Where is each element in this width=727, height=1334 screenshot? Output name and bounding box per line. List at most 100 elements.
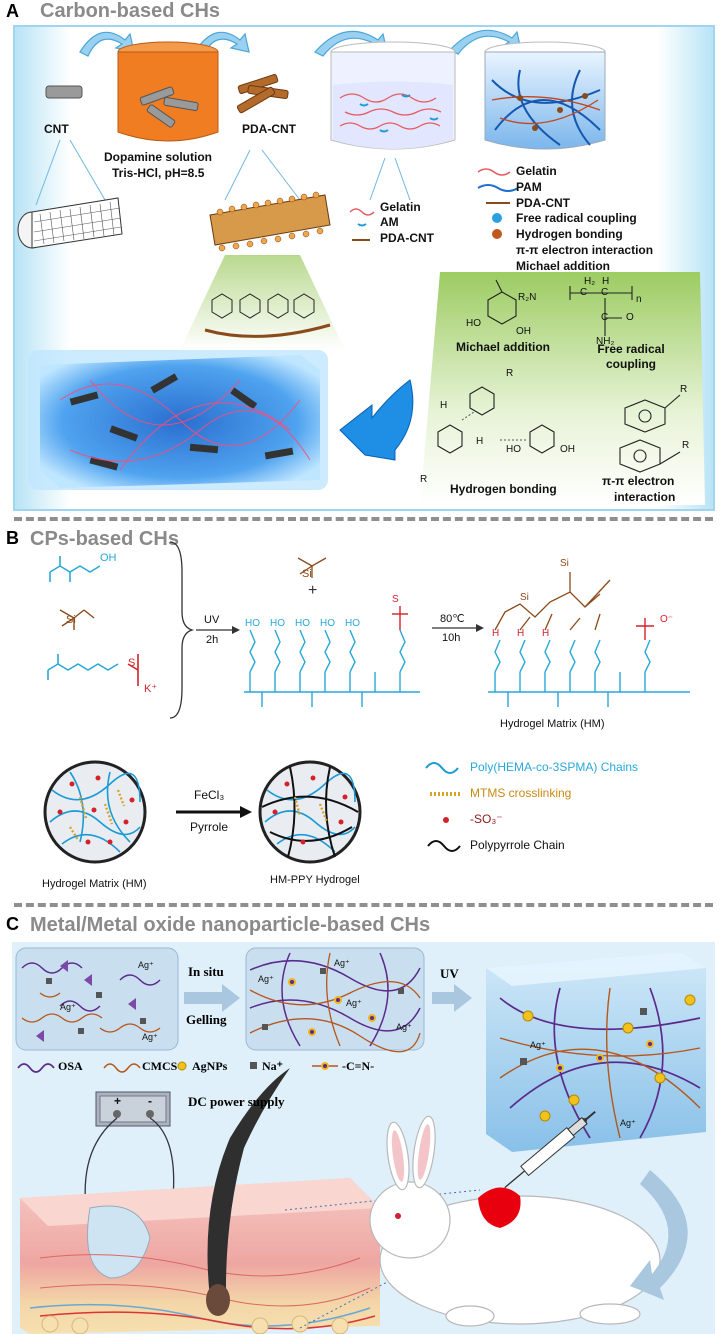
hm-label-top: Hydrogel Matrix (HM) bbox=[500, 718, 605, 730]
ag-ion-9: Ag⁺ bbox=[620, 1118, 636, 1128]
panel-b-title: CPs-based CHs bbox=[30, 528, 179, 550]
chem-a-r4: R bbox=[682, 440, 690, 451]
ag-ion-8: Ag⁺ bbox=[530, 1040, 546, 1050]
chem-b-k: K⁺ bbox=[144, 683, 158, 695]
chem-b-ho-d: HO bbox=[320, 618, 335, 629]
chem-b-si2: Si bbox=[302, 568, 312, 580]
legend-right-free-radical: Free radical coupling bbox=[516, 211, 637, 225]
uv-label: UV bbox=[204, 614, 220, 626]
hm-ppy-label: HM-PPY Hydrogel bbox=[270, 874, 360, 886]
time1-label: 2h bbox=[206, 634, 219, 646]
label-michael-addition: Michael addition bbox=[456, 340, 551, 354]
legend-right-pipi: π-π electron interaction bbox=[516, 243, 654, 257]
chem-b-ho-c: HO bbox=[295, 618, 310, 629]
legend-right-pdacnt: PDA-CNT bbox=[516, 196, 570, 210]
panel-c: C Metal/Metal oxide nanoparticle-based C… bbox=[0, 908, 727, 1334]
legend-right-michael: Michael addition bbox=[516, 259, 611, 273]
legend-mid-am: AM bbox=[380, 215, 399, 229]
legend-b-so3: -SO₃⁻ bbox=[470, 812, 503, 826]
time2-label: 10h bbox=[442, 632, 461, 644]
legend-right-gelatin: Gelatin bbox=[516, 164, 557, 178]
chem-a-hbond-h2: H bbox=[476, 436, 484, 447]
dopamine-line2: Tris-HCl, pH=8.5 bbox=[112, 166, 205, 180]
chem-b-s2: S bbox=[392, 594, 399, 605]
fecl3-label: FeCl₃ bbox=[194, 788, 225, 802]
chem-a-ho2: HO bbox=[506, 444, 521, 455]
chem-a-c2: C bbox=[601, 287, 609, 298]
legend-right-hydrogen: Hydrogen bonding bbox=[516, 227, 623, 241]
uv-c-label: UV bbox=[440, 966, 459, 981]
pda-cnt-label: PDA-CNT bbox=[242, 122, 296, 136]
ag-ion-6: Ag⁺ bbox=[396, 1022, 412, 1032]
legend-c-osa: OSA bbox=[58, 1059, 83, 1073]
chem-b-o-minus: O⁻ bbox=[660, 614, 674, 625]
legend-mid-gelatin: Gelatin bbox=[380, 200, 421, 214]
panel-c-illustration bbox=[12, 942, 715, 1334]
label-free-radical: Free radical coupling bbox=[597, 342, 665, 371]
chem-a-oh1: OH bbox=[516, 326, 531, 337]
chem-a-r2: R bbox=[420, 474, 428, 485]
legend-c-cmcs: CMCS bbox=[142, 1059, 178, 1073]
panel-c-title: Metal/Metal oxide nanoparticle-based CHs bbox=[30, 914, 431, 936]
chem-b-plus: + bbox=[308, 582, 318, 599]
panel-b-chemistry bbox=[43, 541, 690, 864]
gelling-label: Gelling bbox=[186, 1012, 227, 1027]
panel-c-letter: C bbox=[6, 914, 19, 934]
dc-minus: - bbox=[148, 1094, 152, 1108]
legend-right-pam: PAM bbox=[516, 180, 542, 194]
chem-a-h2: H₂ bbox=[584, 276, 596, 287]
panel-b: B CPs-based CHs bbox=[0, 522, 727, 900]
chem-b-ho-e: HO bbox=[345, 618, 360, 629]
chem-a-o: O bbox=[626, 312, 634, 323]
hm-label-bottom: Hydrogel Matrix (HM) bbox=[42, 878, 147, 890]
chem-b-h1: H bbox=[492, 628, 500, 639]
legend-b-mtms: MTMS crosslinking bbox=[470, 786, 572, 800]
chem-b-h2: H bbox=[517, 628, 525, 639]
chem-b-s1: S bbox=[128, 657, 136, 669]
chem-a-hbond-h1: H bbox=[440, 400, 448, 411]
panel-a: A Carbon-based CHs bbox=[0, 0, 727, 512]
divider-a-b bbox=[14, 517, 713, 521]
temp-label: 80℃ bbox=[440, 613, 465, 625]
chem-b-ho-b: HO bbox=[270, 618, 285, 629]
legend-mid-pdacnt: PDA-CNT bbox=[380, 231, 434, 245]
panel-b-letter: B bbox=[6, 528, 19, 548]
chem-a-n: n bbox=[636, 294, 642, 305]
ag-ion-4: Ag⁺ bbox=[334, 958, 350, 968]
chem-a-r1: R bbox=[506, 368, 514, 379]
pyrrole-label: Pyrrole bbox=[190, 820, 229, 834]
chem-a-r3: R bbox=[680, 384, 688, 395]
chem-a-h: H bbox=[602, 276, 610, 287]
legend-b-ppy: Polypyrrole Chain bbox=[470, 838, 565, 852]
chem-a-c1: C bbox=[580, 287, 588, 298]
chem-a-oh2: OH bbox=[560, 444, 575, 455]
label-pipi-1: π-π electron bbox=[602, 474, 675, 488]
legend-c-agnps: AgNPs bbox=[192, 1059, 228, 1073]
ag-ion-2: Ag⁺ bbox=[60, 1002, 76, 1012]
dc-power-label: DC power supply bbox=[188, 1094, 285, 1109]
chem-a-r2n: R₂N bbox=[518, 292, 537, 303]
panel-a-letter: A bbox=[6, 1, 19, 21]
chem-b-oh1: OH bbox=[100, 552, 117, 564]
chem-a-c3: C bbox=[601, 312, 609, 323]
chem-a-nh2: NH₂ bbox=[596, 336, 615, 347]
dc-plus: + bbox=[114, 1094, 122, 1108]
ag-ion-5: Ag⁺ bbox=[258, 974, 274, 984]
label-hydrogen-bonding: Hydrogen bonding bbox=[450, 482, 557, 496]
chem-b-si4: Si bbox=[520, 592, 529, 603]
legend-b-chains: Poly(HEMA-co-3SPMA) Chains bbox=[470, 760, 639, 774]
chem-b-h3: H bbox=[542, 628, 550, 639]
legend-c-cn: -C=N- bbox=[342, 1059, 375, 1073]
ag-ion-3: Ag⁺ bbox=[142, 1032, 158, 1042]
label-pipi-2: interaction bbox=[614, 490, 676, 504]
divider-b-c bbox=[14, 903, 713, 907]
chem-b-ho-a: HO bbox=[245, 618, 260, 629]
ag-ion-1: Ag⁺ bbox=[138, 960, 154, 970]
ag-ion-7: Ag⁺ bbox=[346, 998, 362, 1008]
legend-c-na: Na⁺ bbox=[262, 1059, 283, 1073]
panel-a-title: Carbon-based CHs bbox=[40, 0, 221, 22]
chem-b-si1: Si bbox=[66, 614, 76, 626]
chem-a-ho1: HO bbox=[466, 318, 481, 329]
dopamine-line1: Dopamine solution bbox=[104, 150, 212, 164]
cnt-label: CNT bbox=[44, 122, 69, 136]
